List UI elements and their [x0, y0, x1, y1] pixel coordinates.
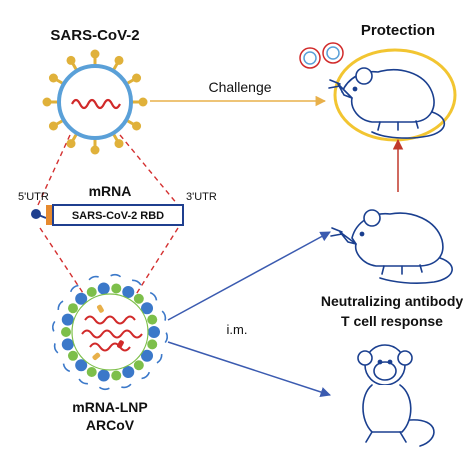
- utr5-region: [46, 205, 53, 225]
- spike-head-icon: [114, 55, 124, 65]
- lipid-bead-icon: [97, 369, 110, 382]
- spike-head-icon: [132, 121, 142, 131]
- response-line1: Neutralizing antibody: [321, 293, 464, 309]
- peg-lipid-icon: [149, 291, 158, 301]
- spike-head-icon: [132, 73, 142, 83]
- spike-head-icon: [66, 139, 76, 149]
- lnp-outer-shell: [51, 273, 169, 391]
- small-virus-icon: [299, 47, 321, 69]
- spike-head-icon: [48, 73, 58, 83]
- macaque-icon: [357, 344, 435, 447]
- peg-lipid-icon: [121, 383, 132, 389]
- peg-lipid-icon: [98, 386, 110, 391]
- lipid-bead-icon: [75, 292, 88, 305]
- lipid-bead-icon: [122, 285, 135, 298]
- mouse-icon: [328, 67, 446, 139]
- lipid-bead-icon: [67, 350, 78, 361]
- lipid-bead-icon: [67, 303, 78, 314]
- immunize-mouse-arrow: [167, 231, 331, 321]
- challenge-label: Challenge: [208, 79, 271, 95]
- lipid-bead-icon: [97, 282, 110, 295]
- mrna-construct: SARS-CoV-2 RBD: [31, 204, 184, 226]
- mrna-label: mRNA: [89, 183, 132, 199]
- spike-head-icon: [138, 97, 148, 107]
- utr5-label: 5'UTR: [18, 191, 49, 203]
- peg-lipid-icon: [69, 284, 79, 293]
- lipid-bead-icon: [133, 293, 144, 304]
- lipid-bead-icon: [147, 339, 158, 350]
- peg-lipid-icon: [161, 310, 167, 321]
- zoom-line-right-bottom: [134, 227, 179, 297]
- lipid-bead-icon: [122, 366, 135, 379]
- lipid-bead-icon: [111, 370, 122, 381]
- mouse-icon: [330, 209, 453, 285]
- peg-lipid-icon: [132, 279, 142, 286]
- lnp-label-line2: ARCoV: [86, 417, 135, 433]
- small-virus-icon: [322, 42, 344, 64]
- rbd-coding-box: [52, 204, 184, 226]
- spike-head-icon: [114, 139, 124, 149]
- lipid-bead-icon: [75, 359, 88, 372]
- peg-lipid-icon: [78, 378, 88, 385]
- peg-lipid-icon: [164, 332, 169, 344]
- virus-particle-icon: [42, 49, 148, 155]
- lnp-label-line1: mRNA-LNP: [72, 399, 147, 415]
- lipid-bead-icon: [111, 283, 122, 294]
- spike-head-icon: [90, 145, 100, 155]
- response-line2: T cell response: [341, 313, 443, 329]
- spike-head-icon: [42, 97, 52, 107]
- lipid-bead-icon: [148, 326, 160, 338]
- lipid-bead-icon: [86, 286, 97, 297]
- lipid-bead-icon: [86, 367, 97, 378]
- lipid-bead-icon: [61, 313, 74, 326]
- immunize-macaque-arrow: [167, 341, 331, 398]
- lipid-bead-icon: [133, 360, 144, 371]
- route-label: i.m.: [227, 322, 248, 337]
- peg-lipid-icon: [51, 320, 56, 332]
- protection-label: Protection: [361, 22, 435, 39]
- utr3-label: 3'UTR: [186, 191, 217, 203]
- peg-lipid-icon: [88, 275, 99, 281]
- peg-lipid-icon: [53, 343, 59, 354]
- zoom-line-right-top: [119, 134, 179, 206]
- peg-lipid-icon: [57, 300, 64, 310]
- zoom-line-left-bottom: [39, 227, 86, 297]
- protected-mouse-group: [299, 42, 457, 142]
- rbd-label: SARS-CoV-2 RBD: [72, 210, 164, 222]
- peg-lipid-icon: [156, 354, 163, 364]
- lipid-bead-icon: [141, 349, 154, 362]
- lnp-particle-icon: [51, 273, 169, 391]
- lipid-bead-icon: [147, 314, 158, 325]
- peg-lipid-icon: [62, 363, 71, 373]
- peg-lipid-icon: [110, 273, 122, 278]
- lipid-bead-icon: [141, 302, 154, 315]
- zoom-line-left-top: [37, 134, 71, 206]
- lipid-bead-icon: [61, 338, 74, 351]
- peg-lipid-icon: [141, 371, 151, 380]
- spike-head-icon: [90, 49, 100, 59]
- lipid-bead-icon: [61, 327, 71, 337]
- spike-head-icon: [66, 55, 76, 65]
- spike-head-icon: [48, 121, 58, 131]
- virus-label: SARS-CoV-2: [50, 27, 139, 44]
- viral-rna: [71, 98, 121, 110]
